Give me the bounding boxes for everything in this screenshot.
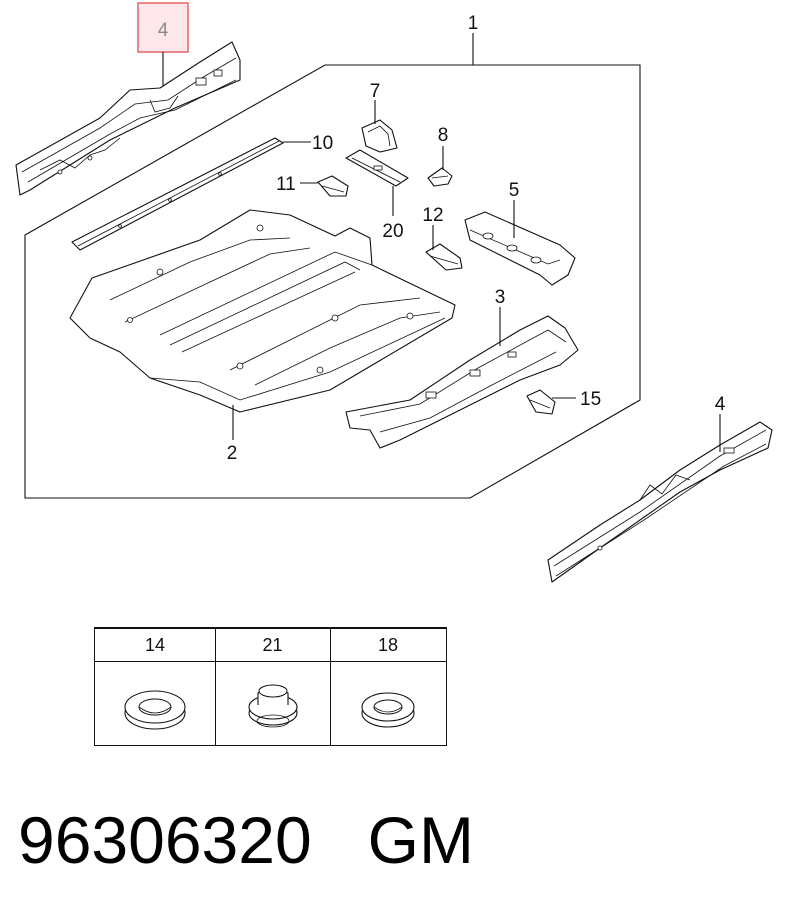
right-side-sill-part [547,421,773,583]
plug-icon [248,684,298,728]
front-floor-panel-part [69,209,456,413]
callout-2[interactable]: 2 [227,443,238,464]
legend-header-14[interactable]: 14 [95,629,215,662]
reinforcement-20-part [345,149,409,187]
callout-15[interactable]: 15 [580,389,601,410]
callout-3[interactable]: 3 [495,287,506,308]
legend-divider [215,629,216,745]
callout-4-right[interactable]: 4 [715,394,726,415]
callout-8[interactable]: 8 [438,125,449,146]
front-crossmember-part [464,211,576,286]
bracket-7-part [361,119,398,153]
assembly-group-outline [24,64,641,499]
grommet-icon [361,692,415,728]
legend-header-18[interactable]: 18 [330,629,446,662]
callout-10[interactable]: 10 [312,133,333,154]
grommet-icon [124,690,186,730]
highlighted-callout-box[interactable] [137,2,189,53]
brand-label: GM [367,803,474,877]
callout-11[interactable]: 11 [276,174,296,195]
legend-header-21[interactable]: 21 [215,629,330,662]
part-number-footer: 96306320 GM [18,800,474,880]
callout-7[interactable]: 7 [370,81,381,102]
bracket-11-part [317,175,349,197]
part-number: 96306320 [18,803,312,877]
rear-crossmember-part [345,315,579,449]
left-side-sill-part [15,41,241,196]
callout-4-highlighted[interactable]: 4 [158,20,169,41]
callout-5[interactable]: 5 [509,180,520,201]
bracket-15-part [526,389,556,415]
legend-divider [330,629,331,745]
bracket-12-part [425,243,463,271]
callout-20[interactable]: 20 [382,221,403,242]
fastener-legend-table: 14 21 18 [94,627,447,746]
floor-rail-part [71,137,284,251]
callout-12[interactable]: 12 [422,205,443,226]
bracket-8-part [427,167,453,187]
callout-1[interactable]: 1 [468,13,479,34]
